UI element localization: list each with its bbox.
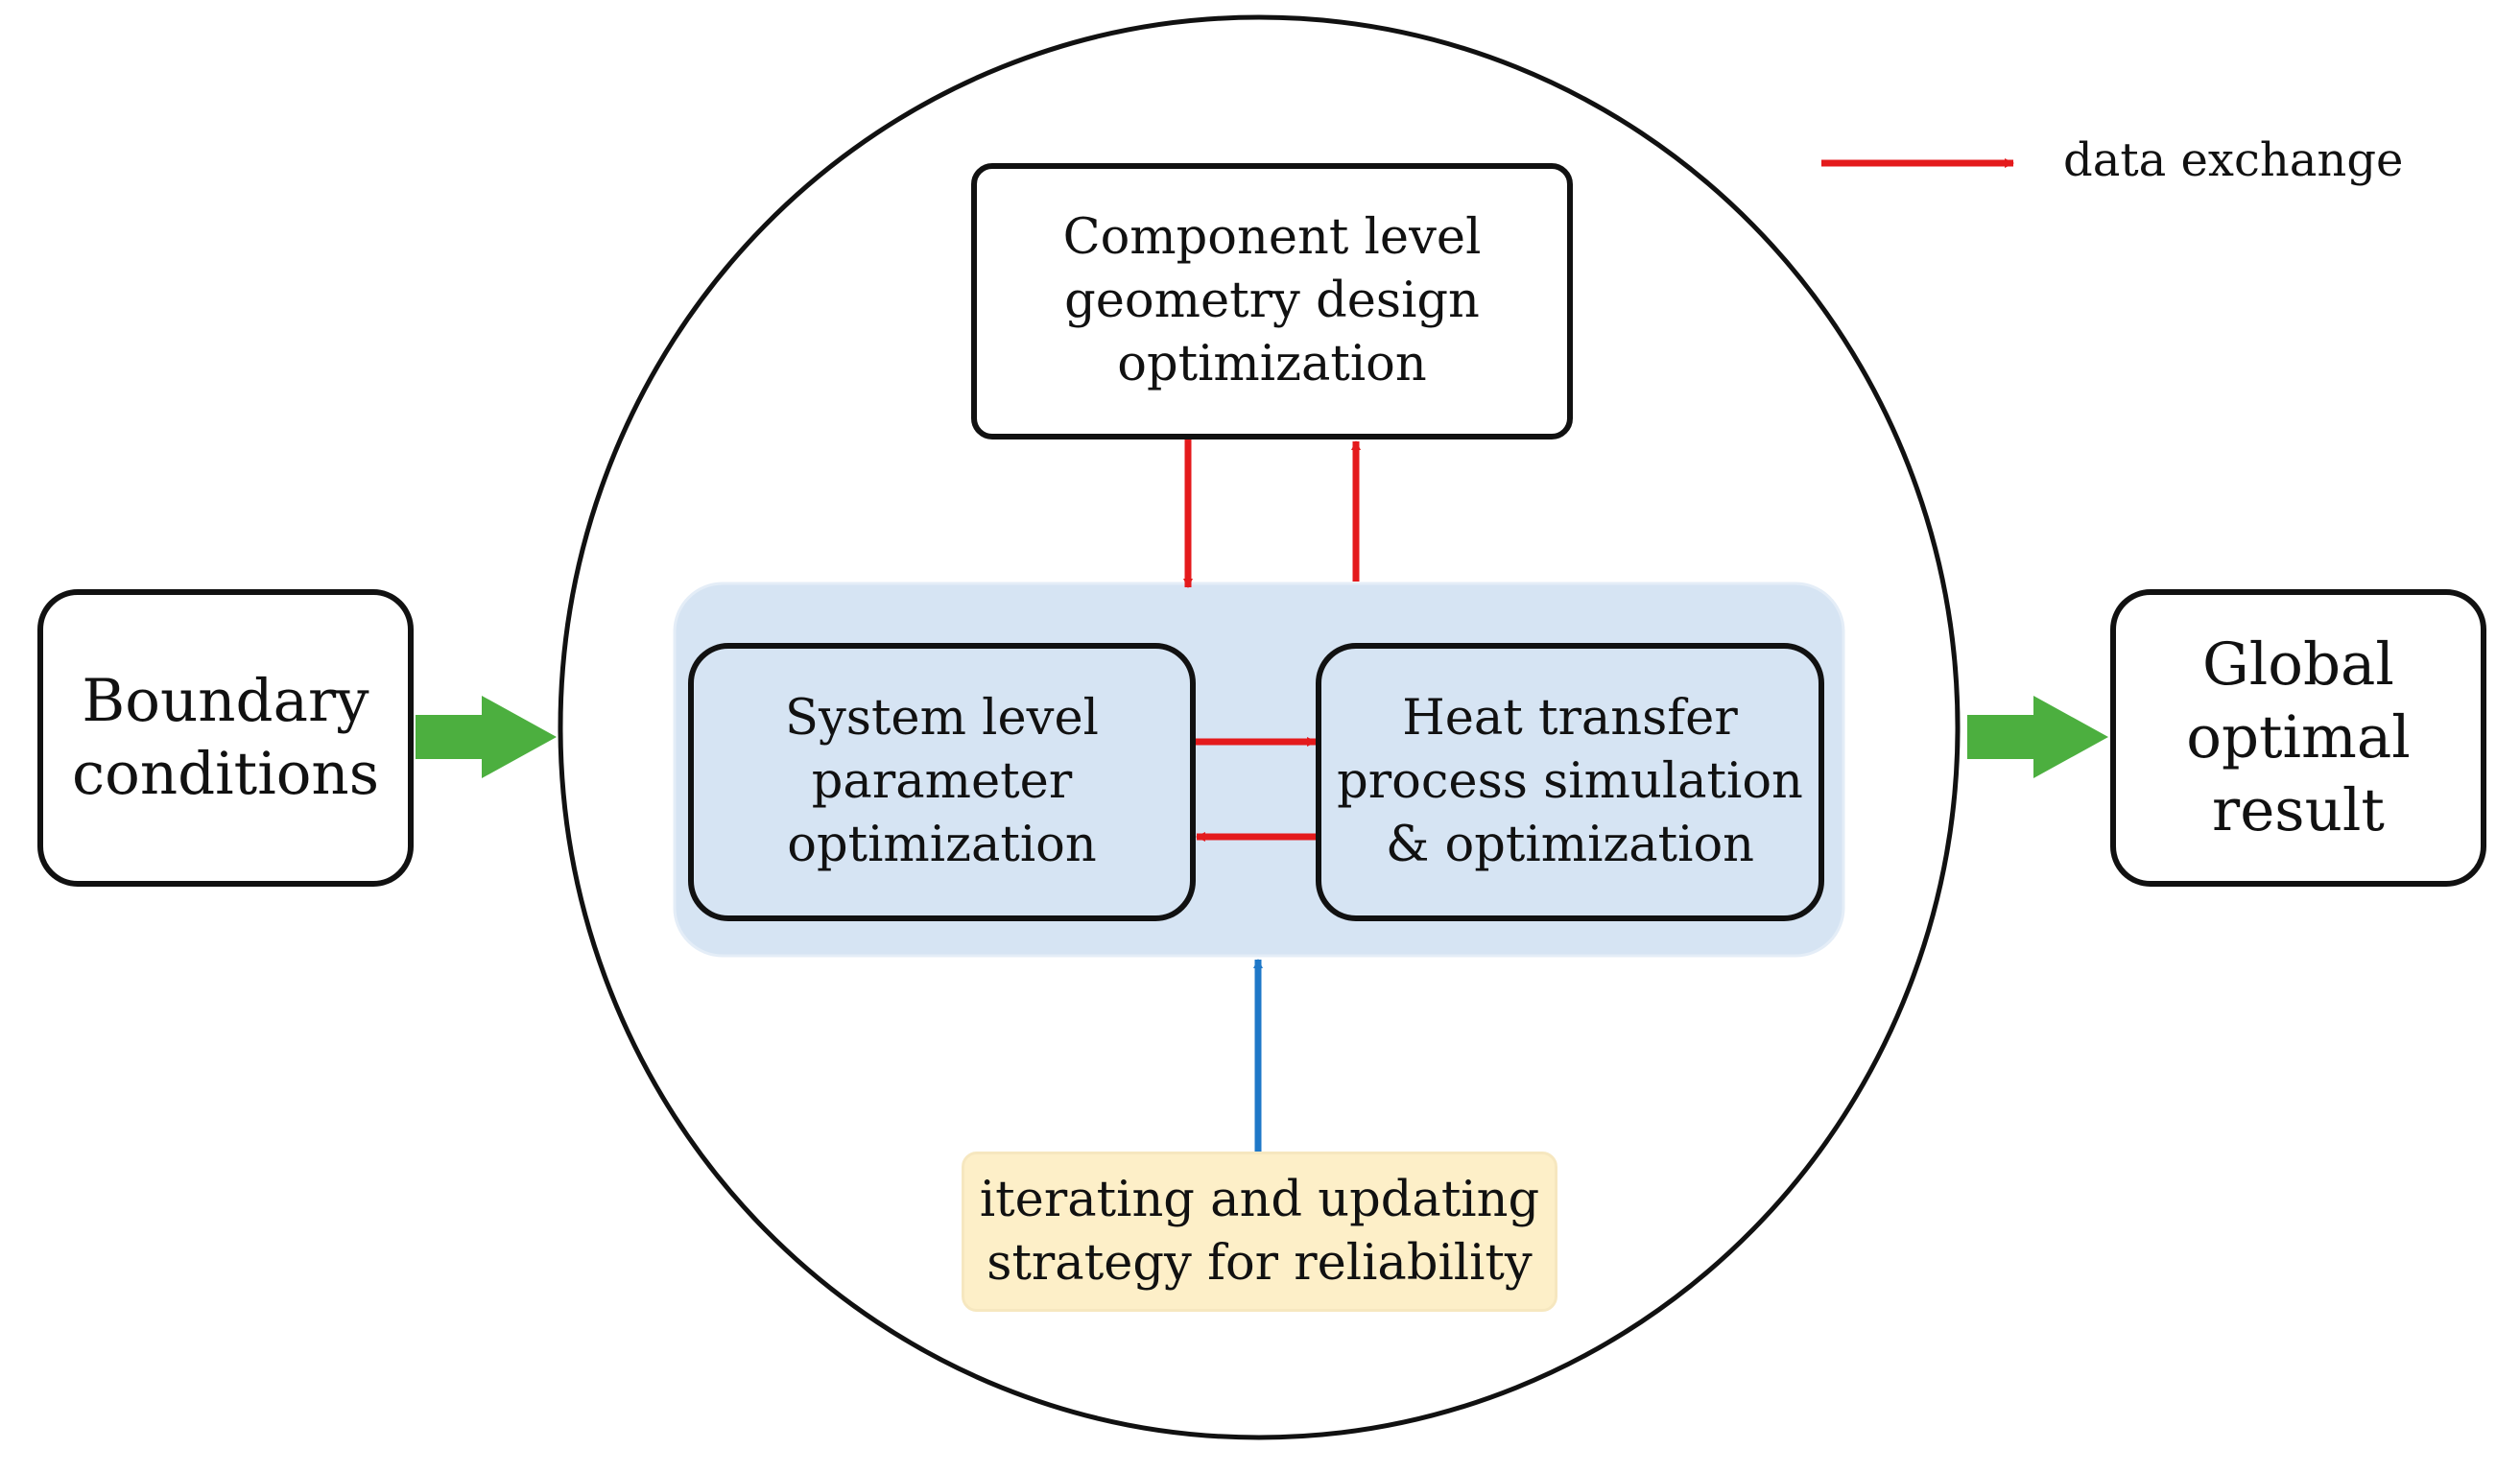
output-flow-arrow xyxy=(1967,696,2108,778)
input-flow-arrow xyxy=(416,696,557,778)
outer-circle xyxy=(558,14,1961,1440)
global-optimal-result-box: Global optimal result xyxy=(2110,589,2486,887)
heat-transfer-box: Heat transfer process simulation & optim… xyxy=(1316,643,1824,921)
component-level-box: Component level geometry design optimiza… xyxy=(971,163,1573,440)
system-level-box: System level parameter optimization xyxy=(688,643,1196,921)
boundary-conditions-box: Boundary conditions xyxy=(37,589,414,887)
legend-label: data exchange xyxy=(2063,133,2404,187)
iterating-strategy-box: iterating and updating strategy for reli… xyxy=(962,1152,1557,1312)
